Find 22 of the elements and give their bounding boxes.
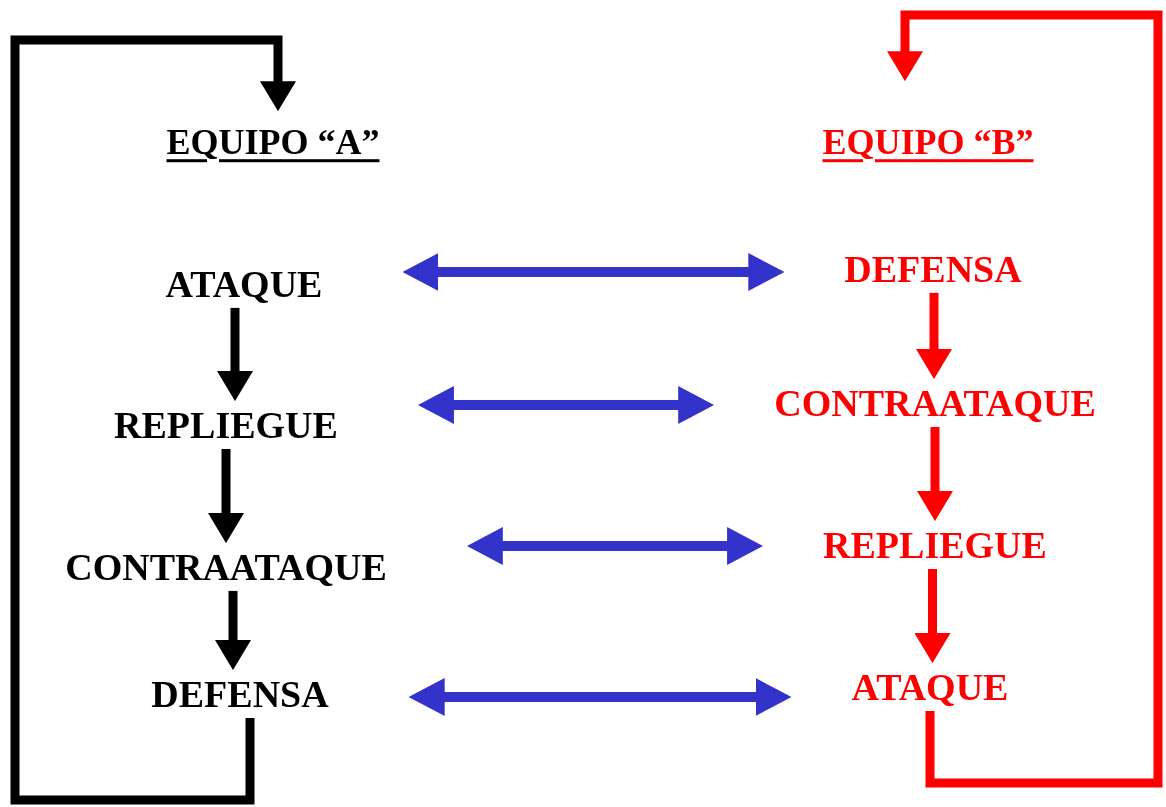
phase-label: CONTRAATAQUE [65,546,387,589]
phase-label: CONTRAATAQUE [774,382,1096,425]
arrow [917,426,953,522]
arrow [208,448,244,544]
double-arrow [402,253,785,291]
phase-label: DEFENSA [844,248,1022,291]
phase-label: REPLIEGUE [823,524,1047,567]
arrow [217,307,253,402]
team-heading: EQUIPO “B” [822,122,1034,163]
loop-arrow [887,10,1163,788]
arrow [914,568,951,664]
double-arrow [466,527,764,565]
phase-label: DEFENSA [151,673,329,716]
arrow [215,590,251,671]
arrow [916,292,952,380]
phase-label: ATAQUE [165,263,323,306]
loop-arrow [10,35,296,805]
team-heading: EQUIPO “A” [166,122,380,163]
double-arrow [417,386,715,424]
double-arrow [408,678,792,716]
phase-label: REPLIEGUE [114,404,338,447]
phase-label: ATAQUE [851,666,1009,709]
